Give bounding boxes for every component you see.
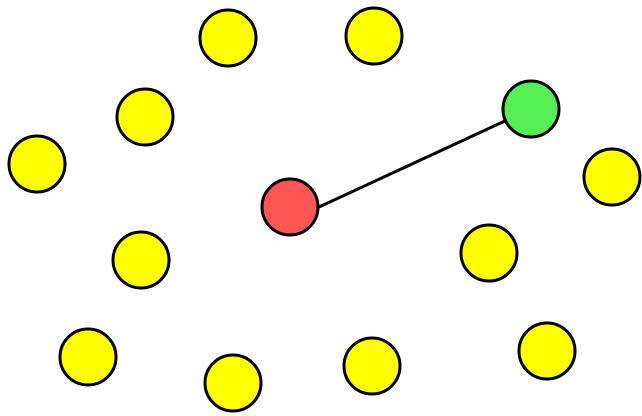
node-circle <box>344 6 404 66</box>
edge-source-to-target <box>317 112 522 209</box>
node-circle <box>7 134 67 194</box>
node-circle <box>198 8 258 68</box>
node-circle <box>115 87 175 147</box>
node-circle <box>342 336 402 396</box>
node-circle <box>459 223 519 283</box>
node-circle <box>111 230 171 290</box>
node-circle <box>582 147 642 207</box>
source-node <box>260 177 320 237</box>
node-circle <box>58 327 118 387</box>
target-node <box>501 79 561 139</box>
node-circle <box>517 321 577 381</box>
node-circle <box>203 353 263 413</box>
nodes-layer <box>7 6 642 413</box>
